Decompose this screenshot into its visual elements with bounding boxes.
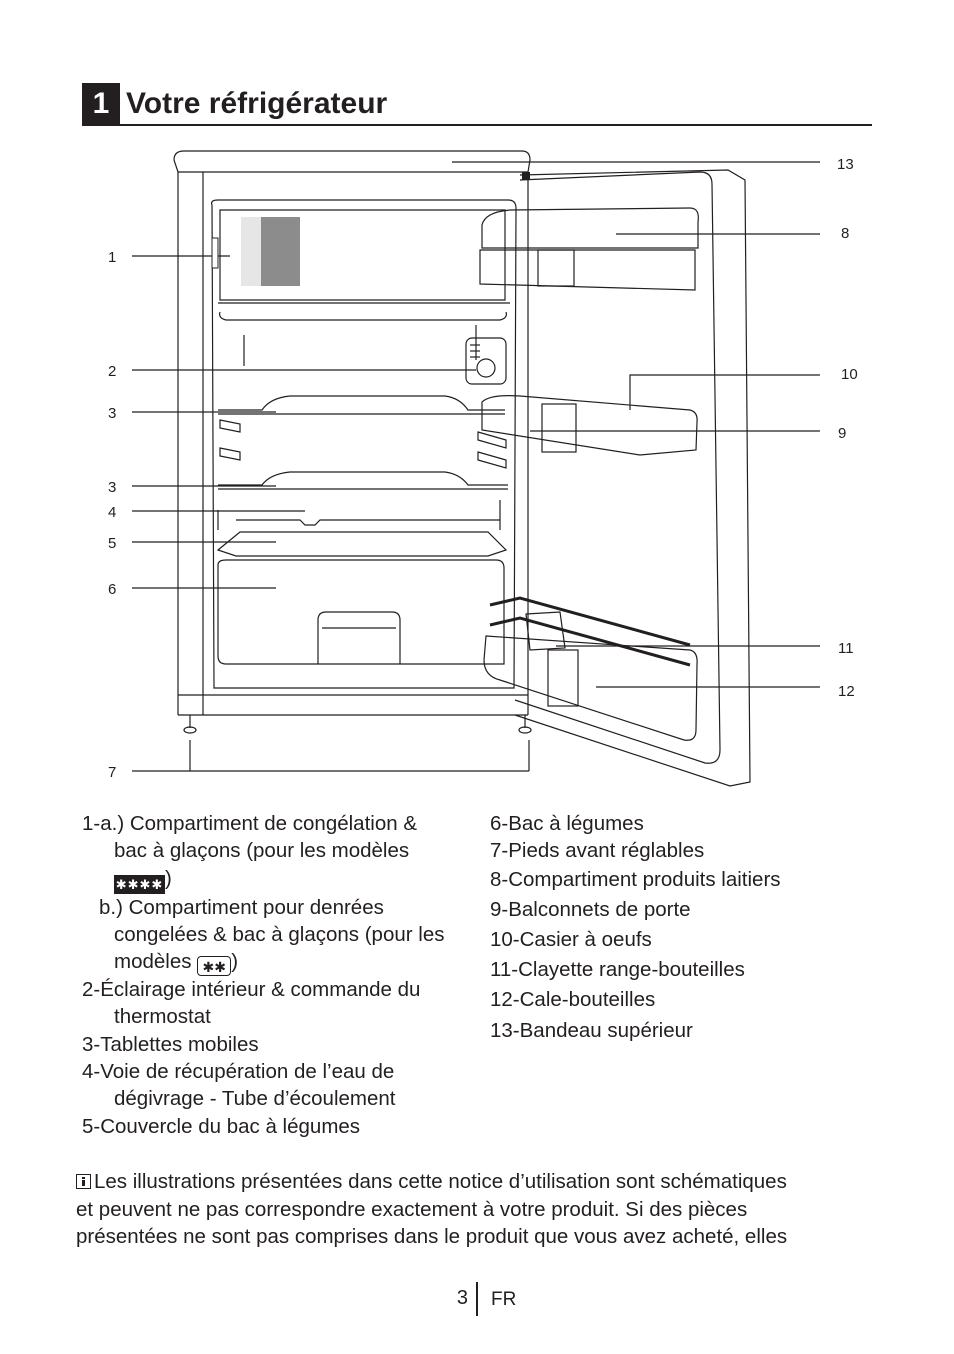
legend-item-12: 12-Cale-bouteilles: [490, 988, 656, 1012]
page-number: 3: [456, 1287, 468, 1309]
callout-2: 2: [108, 363, 116, 380]
callout-4: 4: [108, 504, 116, 521]
legend-item-5: 5-Couvercle du bac à légumes: [82, 1114, 361, 1138]
footer-divider: [476, 1282, 478, 1316]
callout-11: 11: [838, 640, 854, 657]
callout-6: 6: [108, 581, 116, 598]
shelf-lower: [218, 471, 508, 486]
defrost-channel: [236, 519, 500, 526]
inner-liner: [211, 199, 517, 689]
legend-item-13: 13-Bandeau supérieur: [490, 1018, 693, 1042]
legend-item-1b-line1: b.) Compartiment pour denrées: [99, 895, 384, 919]
legend-right: 6-Bac à légumes 7-Pieds avant réglables …: [490, 810, 870, 1046]
crisper-cover: [216, 531, 508, 557]
dairy-compartment: [481, 207, 699, 249]
page-footer: 3 FR: [0, 1282, 954, 1316]
door-balcony: [481, 395, 698, 456]
info-icon: [76, 1174, 91, 1189]
note-line-2: et peuvent ne pas correspondre exactemen…: [76, 1197, 748, 1221]
legend-item-9: 9-Balconnets de porte: [490, 897, 691, 921]
legend-item-6: 6-Bac à légumes: [490, 812, 644, 835]
legend-left: 1-a.) Compartiment de congélation & bac …: [82, 810, 472, 1140]
legend-item-10: 10-Casier à oeufs: [490, 928, 652, 951]
crisper-drawer: [217, 559, 505, 665]
refrigerator-diagram: 1 2 3 3 4 5 6 7 8 9 10 11 12 13: [108, 150, 858, 787]
callout-9: 9: [838, 425, 846, 442]
callout-3a: 3: [108, 405, 116, 422]
callout-10: 10: [841, 366, 858, 383]
legend-item-8: 8-Compartiment produits laitiers: [490, 867, 781, 891]
legend-item-1a-line1: 1-a.) Compartiment de congélation &: [82, 812, 418, 835]
callout-12: 12: [838, 683, 855, 700]
callout-5: 5: [108, 535, 116, 552]
note-line-1: Les illustrations présentées dans cette …: [94, 1170, 787, 1193]
top-cover-outline: [173, 150, 531, 173]
freezer-compartment: [219, 209, 506, 301]
legend-item-4: 4-Voie de récupération de l’eau de dégiv…: [82, 1060, 396, 1111]
callout-3b: 3: [108, 479, 116, 496]
callout-13: 13: [837, 156, 854, 173]
thermostat-housing: [465, 337, 507, 385]
legend-item-11: 11-Clayette range-bouteilles: [490, 958, 745, 982]
callout-8: 8: [841, 225, 849, 242]
shelf-upper: [218, 395, 505, 411]
legend-item-1a-line3: ✱✱✱✱): [114, 866, 172, 894]
section-number: 1: [82, 83, 120, 124]
section-header: 1 Votre réfrigérateur: [82, 83, 872, 126]
legend-item-2: 2-Éclairage intérieur & commande du ther…: [82, 978, 421, 1029]
callout-1: 1: [108, 249, 116, 266]
language-code: FR: [491, 1289, 517, 1310]
legend-item-3: 3-Tablettes mobiles: [82, 1032, 259, 1056]
callout-7: 7: [108, 764, 116, 781]
bottle-shelf: [483, 635, 698, 741]
two-star-freezer-icon: ✱✱: [197, 956, 232, 977]
legend-item-1a-line2: bac à glaçons (pour les modèles: [114, 839, 410, 863]
legend-item-1b: b.) Compartiment pour denrées congelées …: [82, 894, 472, 977]
legend-item-1b-line3: modèles ✱✱): [114, 950, 239, 977]
door-outline: [514, 171, 721, 764]
note-paragraph: Les illustrations présentées dans cette …: [76, 1168, 876, 1251]
legend-item-1b-line2: congelées & bac à glaçons (pour les: [114, 922, 445, 946]
four-star-freezer-icon: ✱✱✱✱: [114, 874, 165, 894]
legend-item-1a: 1-a.) Compartiment de congélation & bac …: [82, 810, 472, 894]
section-title: Votre réfrigérateur: [126, 87, 388, 120]
legend-item-7: 7-Pieds avant réglables: [490, 839, 705, 863]
note-line-3: présentées ne sont pas comprises dans le…: [76, 1225, 788, 1248]
